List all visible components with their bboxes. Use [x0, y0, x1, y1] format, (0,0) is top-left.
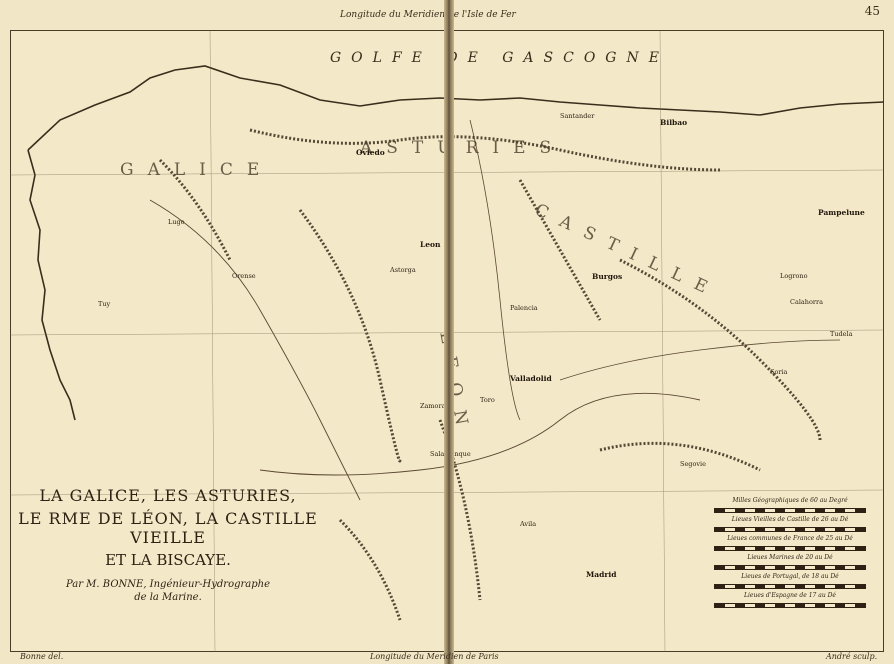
- sea-label: GOLFE DE GASCOGNE: [330, 50, 669, 66]
- scale-bar: [714, 527, 866, 532]
- city-label: Burgos: [592, 272, 623, 281]
- city-label: Valladolid: [510, 374, 552, 383]
- place-label: Segovie: [680, 460, 706, 468]
- engraver-right: André sculp.: [826, 652, 878, 661]
- scale-row: Lieues communes de France de 25 au Dé: [714, 535, 866, 554]
- place-label: Zamora: [420, 402, 446, 410]
- city-label: Pampelune: [818, 208, 865, 217]
- top-meridian-label: Longitude du Meridien de l'Isle de Fer: [340, 10, 516, 20]
- scale-row: Lieues de Portugal, de 18 au Dé: [714, 573, 866, 592]
- scale-row: Lieues Vieilles de Castille de 26 au Dé: [714, 516, 866, 535]
- scale-row: Milles Géographiques de 60 au Degré: [714, 497, 866, 516]
- place-label: Tudela: [830, 330, 853, 338]
- engraver-left: Bonne del.: [20, 652, 64, 661]
- page-number: 45: [864, 4, 880, 18]
- scale-bar: [714, 546, 866, 551]
- place-label: Toro: [480, 396, 495, 404]
- book-gutter: [444, 0, 454, 664]
- city-label: Oviedo: [356, 148, 385, 157]
- city-label: Bilbao: [660, 118, 688, 127]
- place-label: Calahorra: [790, 298, 823, 306]
- scale-row: Lieues d'Espagne de 17 au Dé: [714, 592, 866, 611]
- place-label: Santander: [560, 112, 595, 120]
- place-label: Avila: [520, 520, 537, 528]
- city-label: Leon: [420, 240, 441, 249]
- scale-bar: [714, 584, 866, 589]
- scale-bar: [714, 565, 866, 570]
- scale-bars: Milles Géographiques de 60 au Degré Lieu…: [714, 497, 866, 611]
- place-label: Logrono: [780, 272, 808, 280]
- region-label-asturies: ASTURIES: [360, 138, 566, 158]
- place-label: Tuy: [98, 300, 111, 308]
- title-line-3: ET LA BISCAYE.: [105, 551, 231, 569]
- place-label: Astorga: [390, 266, 416, 274]
- bottom-meridian-label: Longitude du Meridien de Paris: [370, 652, 499, 661]
- region-label-galice: GALICE: [120, 160, 274, 180]
- title-author-2: de la Marine.: [134, 592, 202, 603]
- title-line-1: LA GALICE, LES ASTURIES,: [39, 486, 297, 505]
- title-author: Par M. BONNE, Ingénieur-Hydrographe: [65, 579, 271, 590]
- place-label: Palencia: [510, 304, 538, 312]
- scale-bar: [714, 508, 866, 513]
- place-label: Soria: [770, 368, 788, 376]
- map-title-cartouche: LA GALICE, LES ASTURIES, LE RME DE LÉON,…: [16, 486, 320, 603]
- place-label: Orense: [232, 272, 256, 280]
- scale-row: Lieues Marines de 20 au Dé: [714, 554, 866, 573]
- title-line-2: LE RME DE LÉON, LA CASTILLE VIEILLE: [18, 509, 318, 547]
- scale-bar: [714, 603, 866, 608]
- city-label: Madrid: [586, 570, 617, 579]
- place-label: Lugo: [168, 218, 185, 226]
